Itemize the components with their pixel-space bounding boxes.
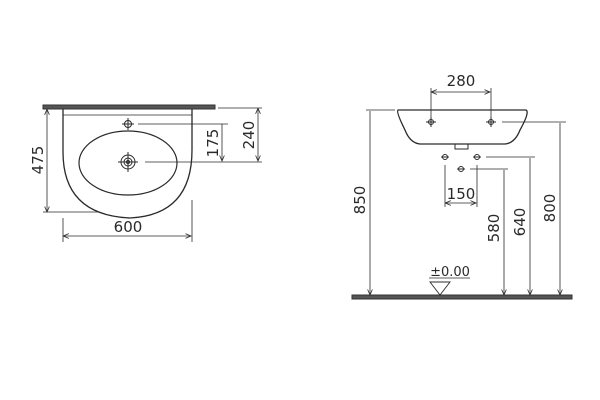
- dim-fixing-height-label: 800: [541, 194, 559, 223]
- dim-width-label: 600: [114, 218, 143, 236]
- dim-rim-height-label: 850: [351, 186, 369, 215]
- fixing-hole-icon: [426, 117, 496, 127]
- level-marker-icon: [429, 281, 451, 296]
- dim-supply-height-label: 640: [511, 208, 529, 237]
- top-view: [42, 104, 262, 242]
- floor-bar: [351, 294, 573, 300]
- side-view: [351, 88, 573, 300]
- basin-front: [397, 109, 528, 145]
- floor-level-label: ±0.00: [430, 265, 470, 280]
- wall-bar: [42, 104, 216, 110]
- dim-tap-offset-label: 175: [204, 129, 222, 158]
- dim-waste-height-label: 580: [485, 214, 503, 243]
- supply-hole-icon: [441, 154, 481, 172]
- dim-waste-offset-label: 240: [240, 121, 258, 150]
- dim-fixing-spacing-label: 280: [447, 72, 476, 90]
- dim-supply-spacing-label: 150: [447, 185, 476, 203]
- bowl: [78, 130, 178, 196]
- waste-icon: [118, 152, 138, 172]
- tap-hole-icon: [122, 118, 134, 130]
- basin-outline: [62, 109, 193, 219]
- dim-depth-label: 475: [29, 146, 47, 175]
